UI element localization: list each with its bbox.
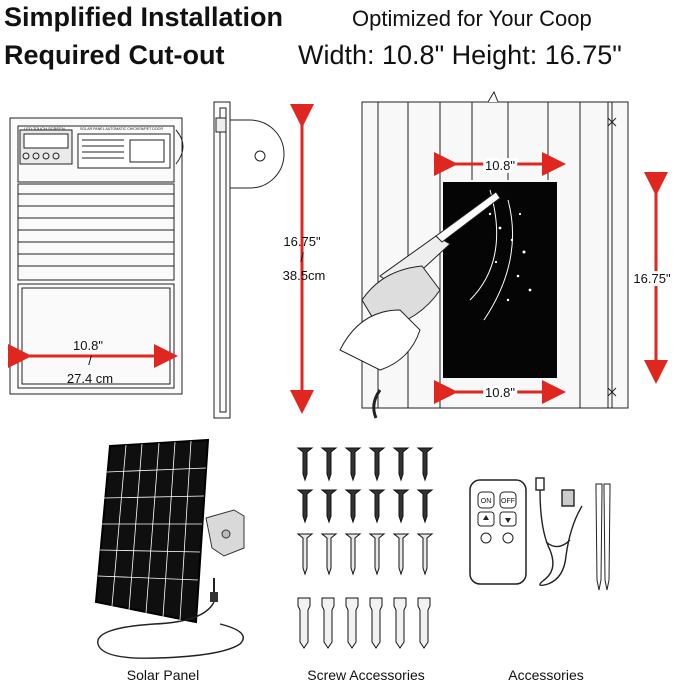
door-side-view	[213, 101, 285, 419]
cutout-height: 16.75"	[633, 271, 671, 286]
door-height-in: 16.75"	[283, 234, 321, 249]
screws-row-1	[296, 447, 434, 482]
door-height-cm: 38.5cm	[283, 268, 326, 283]
solar-panel	[94, 438, 245, 659]
screws-row-3	[296, 533, 434, 576]
cutout-bold: Required Cut-out	[4, 40, 225, 70]
remote-off-label: OFF	[501, 498, 515, 505]
screws-row-2	[296, 489, 434, 524]
headline-bold: Simplified Installation	[4, 2, 284, 32]
screw-accessories	[296, 447, 434, 649]
remote-on-label: ON	[481, 498, 492, 505]
cable-ties	[595, 483, 611, 591]
headline-light: Optimized for Your Coop	[352, 6, 592, 31]
usb-cable	[535, 477, 583, 587]
reciprocating-saw	[339, 191, 501, 419]
wall-anchors	[297, 597, 431, 649]
cutout-top-width: 10.8"	[485, 158, 515, 173]
sawdust-sparks	[469, 189, 532, 321]
caption-accessories: Accessories	[508, 667, 584, 683]
door-width-in: 10.8"	[73, 338, 103, 353]
cutout-dimensions: Width: 10.8" Height: 16.75"	[298, 40, 622, 70]
caption-screw-accessories: Screw Accessories	[307, 667, 425, 683]
cutout-bottom-width: 10.8"	[485, 385, 515, 400]
door-height-sep: /	[300, 250, 304, 265]
led-screen-label: LED TOUCH SCREEN	[24, 126, 65, 131]
headline: Simplified Installation Optimized for Yo…	[0, 2, 679, 36]
door-panel-title: SOLAR PANEL AUTOMATIC CHICKEN/PET DOOR	[80, 127, 163, 131]
caption-solar-panel: Solar Panel	[126, 667, 200, 683]
door-width-cm: 27.4 cm	[67, 371, 113, 386]
remote-control	[469, 479, 527, 585]
door-width-sep: /	[88, 353, 92, 368]
cutout-hole	[443, 182, 557, 378]
cutout-heading: Required Cut-out Width: 10.8" Height: 16…	[0, 40, 679, 74]
